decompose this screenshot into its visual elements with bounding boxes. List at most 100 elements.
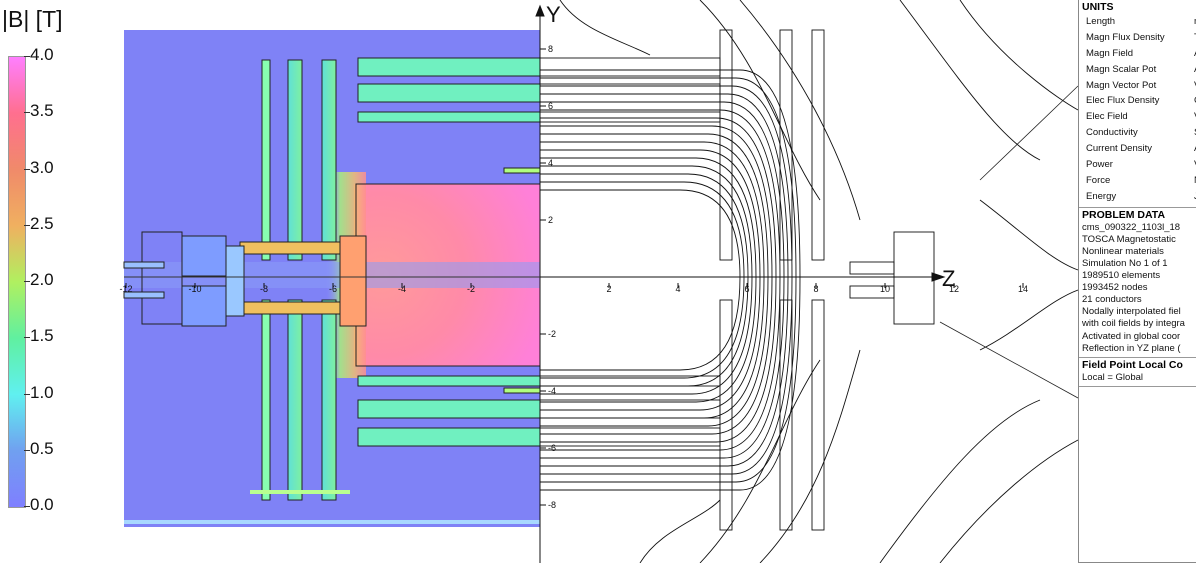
barrel-wheel-outline (540, 427, 721, 447)
forward-outline (893, 231, 935, 325)
problem-data-line: Activated in global coor (1082, 330, 1181, 342)
problem-data-line: 21 conductors (1082, 294, 1142, 306)
unit-value: S (1194, 125, 1196, 141)
problem-data-line: with coil fields by integra (1082, 318, 1185, 330)
unit-value: A (1194, 46, 1196, 62)
z-tick-label: 12 (949, 284, 959, 294)
z-tick-label: 8 (813, 284, 818, 294)
legend-tick-label: 1.5 (30, 326, 54, 346)
unit-name: Length (1086, 16, 1116, 27)
endcap-disk-upper (261, 59, 271, 261)
flux-line-outer (699, 0, 821, 201)
problem-data-line: 1993452 nodes (1082, 282, 1148, 294)
z-tick-label: -6 (329, 284, 337, 294)
flux-line-outer (739, 0, 861, 221)
problem-data-line: TOSCA Magnetostatic (1082, 233, 1176, 245)
unit-value: T (1194, 30, 1196, 46)
problem-data-line: Nodally interpolated fiel (1082, 306, 1181, 318)
flux-line-outer (939, 439, 1078, 563)
legend-colorbar (8, 56, 26, 508)
flux-line (540, 117, 777, 443)
endcap-disk-upper (287, 59, 303, 261)
forward-structure-left (123, 231, 367, 327)
z-tick-label: 2 (606, 284, 611, 294)
unit-row: ForceN (1079, 173, 1196, 189)
y-tick-label: 6 (548, 101, 553, 111)
legend-tick-mark (24, 337, 30, 339)
endcap-disk-upper (321, 59, 337, 261)
flux-line (540, 149, 761, 411)
forward-outline (849, 261, 895, 275)
unit-name: Power (1086, 159, 1113, 171)
y-axis-arrow (535, 4, 545, 17)
unit-value: V (1194, 109, 1196, 125)
unit-row: Magn Field A (1079, 46, 1196, 62)
endcap-disks (239, 59, 351, 501)
unit-name: Magn Scalar Pot (1086, 63, 1157, 75)
legend-tick-mark (24, 56, 30, 57)
flux-line (540, 125, 773, 435)
flux-line-outer (699, 359, 821, 563)
problem-data-line: 1989510 elements (1082, 270, 1161, 282)
unit-value: V (1194, 78, 1196, 94)
unit-value: N (1194, 173, 1196, 189)
flux-line-outer (879, 399, 1041, 563)
legend-tick-mark (24, 281, 30, 282)
y-tick-label: 4 (548, 158, 553, 168)
problem-data-line: Nonlinear materials (1082, 245, 1164, 257)
flux-line-outer (979, 289, 1078, 351)
barrel-wheel (357, 427, 541, 447)
unit-row: Conductivity S (1079, 125, 1196, 141)
legend-tick-label: 0.5 (30, 438, 54, 458)
unit-name: Conductivity (1086, 127, 1138, 139)
chimney-upper (503, 167, 541, 174)
unit-value: A (1194, 62, 1196, 78)
y-tick-label: -2 (548, 329, 556, 339)
legend-tick-label: 0.0 (30, 495, 54, 514)
barrel-wheel (357, 375, 541, 387)
barrel-wheel (357, 57, 541, 77)
unit-row: Elec FieldV (1079, 109, 1196, 125)
problem-data-line: Reflection in YZ plane ( (1082, 342, 1181, 354)
flux-line-outer (759, 349, 861, 563)
z-tick-label: -8 (260, 284, 268, 294)
barrel-wheel-outline (540, 57, 721, 77)
z-tick-label: -4 (398, 284, 406, 294)
legend-tick-label: 2.5 (30, 213, 54, 233)
unit-row: EnergyJ (1079, 189, 1196, 205)
endcap-disk-lower (261, 299, 271, 501)
unit-value: J (1194, 189, 1196, 205)
legend-tick-mark (24, 168, 30, 170)
barrel-wheel (357, 83, 541, 103)
legend-tick-mark (24, 506, 30, 507)
y-tick-label: -6 (548, 443, 556, 453)
unit-name: Magn Vector Pot (1086, 79, 1157, 91)
units-title: UNITS (1082, 1, 1114, 13)
barrel-wheel (357, 111, 541, 123)
unit-name: Magn Field (1086, 47, 1133, 59)
units-list: LengthmMagn Flux DensityTMagn FieldAMagn… (1079, 14, 1196, 205)
bottom-strip (124, 520, 540, 524)
endcap-disk-lower (321, 299, 337, 501)
legend-tick-mark (24, 393, 30, 395)
legend-tick-label: 4.0 (30, 45, 54, 64)
y-tick-label: 2 (548, 215, 553, 225)
problem-data-line: cms_090322_1103l_18 (1082, 221, 1181, 233)
chimney-lower (503, 387, 541, 394)
problem-data-title: PROBLEM DATA (1082, 208, 1166, 221)
endcap-disk-outline (719, 29, 733, 261)
unit-row: Magn Flux DensityT (1079, 30, 1196, 46)
z-tick-label: -2 (467, 284, 475, 294)
flux-line (540, 173, 749, 387)
nose-upper (239, 241, 351, 255)
z-axis-label: Z (942, 266, 956, 291)
legend-tick-mark (24, 449, 30, 451)
z-tick-label: 4 (675, 284, 680, 294)
flux-line (540, 157, 757, 403)
z-tick-label: -10 (188, 284, 201, 294)
